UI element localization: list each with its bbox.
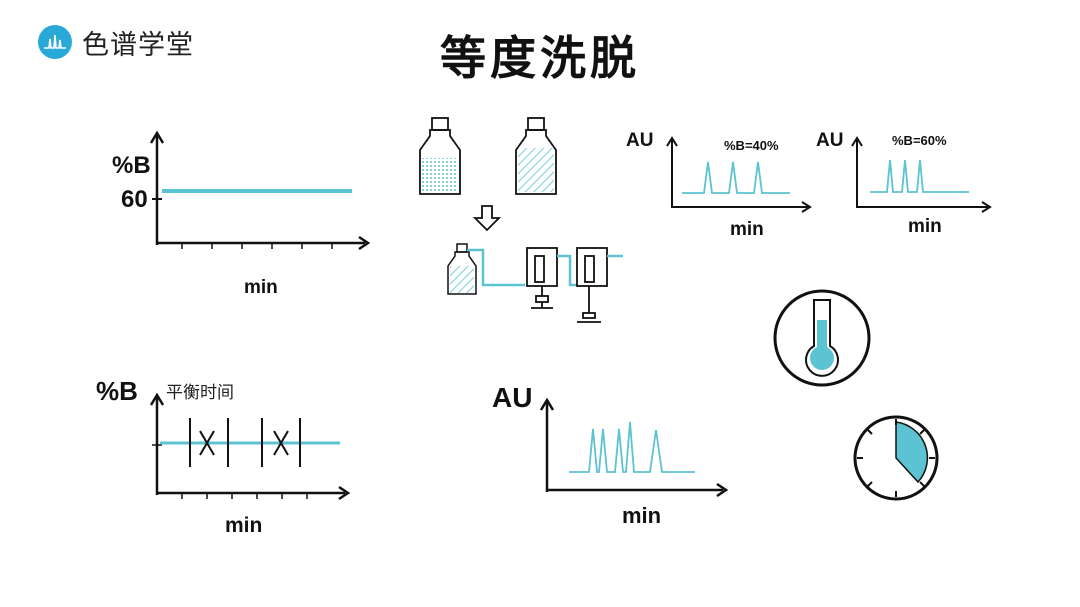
chrom-60-x-label: min xyxy=(908,216,942,237)
logo: 色谱学堂 xyxy=(38,24,194,61)
thermometer-icon xyxy=(773,289,871,387)
mixed-bottle-icon xyxy=(447,243,477,295)
percent-b-axis-label: %B xyxy=(112,152,151,179)
logo-text: 色谱学堂 xyxy=(82,29,194,61)
chrom-60-annotation: %B=60% xyxy=(892,133,947,148)
chrom-40-plot xyxy=(666,136,812,213)
percent-b-plot xyxy=(149,130,371,251)
chrom-40-x-label: min xyxy=(730,219,764,240)
equilibration-y-label: %B xyxy=(96,376,138,406)
equilibration-markers xyxy=(189,418,301,467)
chrom-60-y-label: AU xyxy=(816,130,844,151)
page-title: 等度洗脱 xyxy=(440,31,640,85)
pump-2-icon xyxy=(576,247,608,323)
chrom-60-plot xyxy=(851,136,992,213)
equilibration-annotation: 平衡时间 xyxy=(166,383,234,403)
bottle-b-icon xyxy=(515,117,557,195)
chrom-bottom-y-label: AU xyxy=(492,382,533,413)
down-arrow-icon xyxy=(472,205,502,232)
chrom-40-y-label: AU xyxy=(626,130,654,151)
chromatogram-logo-icon xyxy=(38,25,72,59)
mobile-phase-system xyxy=(419,117,623,323)
equilibration-x-label: min xyxy=(225,514,263,537)
chrom-bottom-plot xyxy=(539,397,729,498)
percent-b-value-label: 60 xyxy=(121,186,148,213)
timer-icon xyxy=(853,415,939,501)
chrom-bottom-x-label: min xyxy=(622,503,662,528)
chrom-40-annotation: %B=40% xyxy=(724,138,779,153)
percent-b-x-label: min xyxy=(244,277,278,298)
pump-1-icon xyxy=(526,247,558,309)
bottle-a-icon xyxy=(419,117,461,195)
equilibration-plot xyxy=(149,392,351,501)
